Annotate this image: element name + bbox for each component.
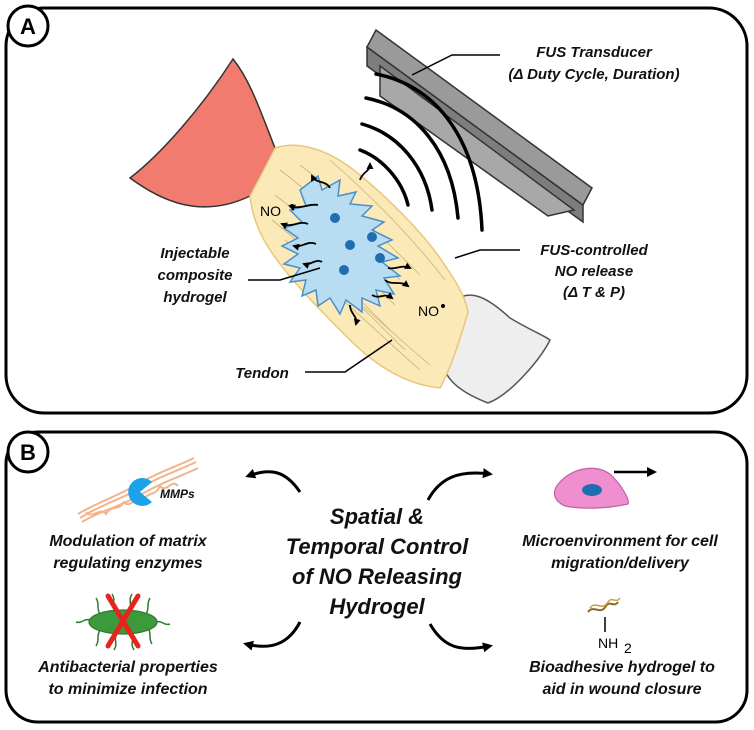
hydrogel-label-line-3: hydrogel [163, 289, 227, 306]
panel-a-badge-circle [6, 4, 50, 48]
no-radical-dot [441, 304, 445, 308]
nanoparticle [367, 232, 377, 242]
amine-subscript: 2 [624, 640, 632, 656]
mmp-tag: MMPs [160, 487, 195, 501]
item-br-line-1: Bioadhesive hydrogel to [529, 659, 715, 676]
release-label-line-1: FUS-controlled [540, 242, 648, 259]
transducer-label: FUS Transducer [536, 44, 653, 61]
item-tr-line-2: migration/delivery [551, 555, 690, 572]
collagen-mmp-icon [77, 457, 199, 523]
no-radical-label-lower: NO [418, 303, 439, 319]
nanoparticle [345, 240, 355, 250]
cell-nucleus [582, 484, 602, 496]
tendon-leader-line [305, 339, 393, 373]
item-bl-line-1: Antibacterial properties [37, 659, 218, 676]
center-title-line-3: of NO Releasing [292, 564, 462, 589]
arrow-bottom-right [428, 623, 493, 653]
mmp-pacman [128, 478, 152, 506]
item-br-line-2: aid in wound closure [542, 681, 701, 698]
item-bl-line-2: to minimize infection [48, 681, 207, 698]
transducer-leader-line [411, 54, 500, 76]
center-title-line-1: Spatial & [330, 504, 424, 529]
arrow-bottom-left [243, 621, 302, 651]
item-tl-line-1: Modulation of matrix [49, 533, 207, 550]
amine-label: NH [598, 635, 618, 651]
panel-a-badge: A [20, 14, 36, 39]
release-leader-line [454, 249, 520, 259]
nanoparticle [375, 253, 385, 263]
center-title-line-4: Hydrogel [329, 594, 425, 619]
tendon-label: Tendon [235, 365, 289, 382]
outcome-arrows [243, 468, 493, 653]
panel-b-badge: B [20, 440, 36, 465]
migrating-cell-icon [554, 467, 657, 509]
release-label-line-2: NO release [555, 263, 633, 280]
panel-a: A FUS Transducer (Δ Duty Cycle, Duration… [4, 4, 749, 415]
center-title-line-2: Temporal Control [286, 534, 469, 559]
muscle [128, 57, 276, 208]
nanoparticles [330, 213, 385, 275]
no-radical-dot [290, 204, 294, 208]
arrow-top-left [245, 468, 302, 493]
bone-end [444, 294, 551, 404]
bacteria-crossed-icon [75, 593, 171, 651]
hydrogel-label-line-1: Injectable [160, 245, 229, 262]
release-label-line-3: (Δ T & P) [563, 284, 625, 301]
ultrasound-waves [358, 72, 484, 232]
arrow-top-right [426, 468, 493, 501]
hydrogel-label-line-2: composite [157, 267, 232, 284]
cross-mark [105, 593, 141, 649]
item-tl-line-2: regulating enzymes [53, 555, 202, 572]
nanoparticle [330, 213, 340, 223]
panel-b-badge-circle [6, 430, 50, 474]
panel-b: B Spatial & Temporal Control of NO Relea… [4, 430, 749, 724]
transducer-parameters: (Δ Duty Cycle, Duration) [508, 66, 679, 83]
nanoparticle [339, 265, 349, 275]
item-tr-line-1: Microenvironment for cell [522, 533, 718, 550]
hydrogel-leader-line [248, 267, 321, 281]
amine-icon [587, 597, 621, 632]
composite-hydrogel [280, 174, 402, 316]
no-radical-label-upper: NO [260, 203, 281, 219]
